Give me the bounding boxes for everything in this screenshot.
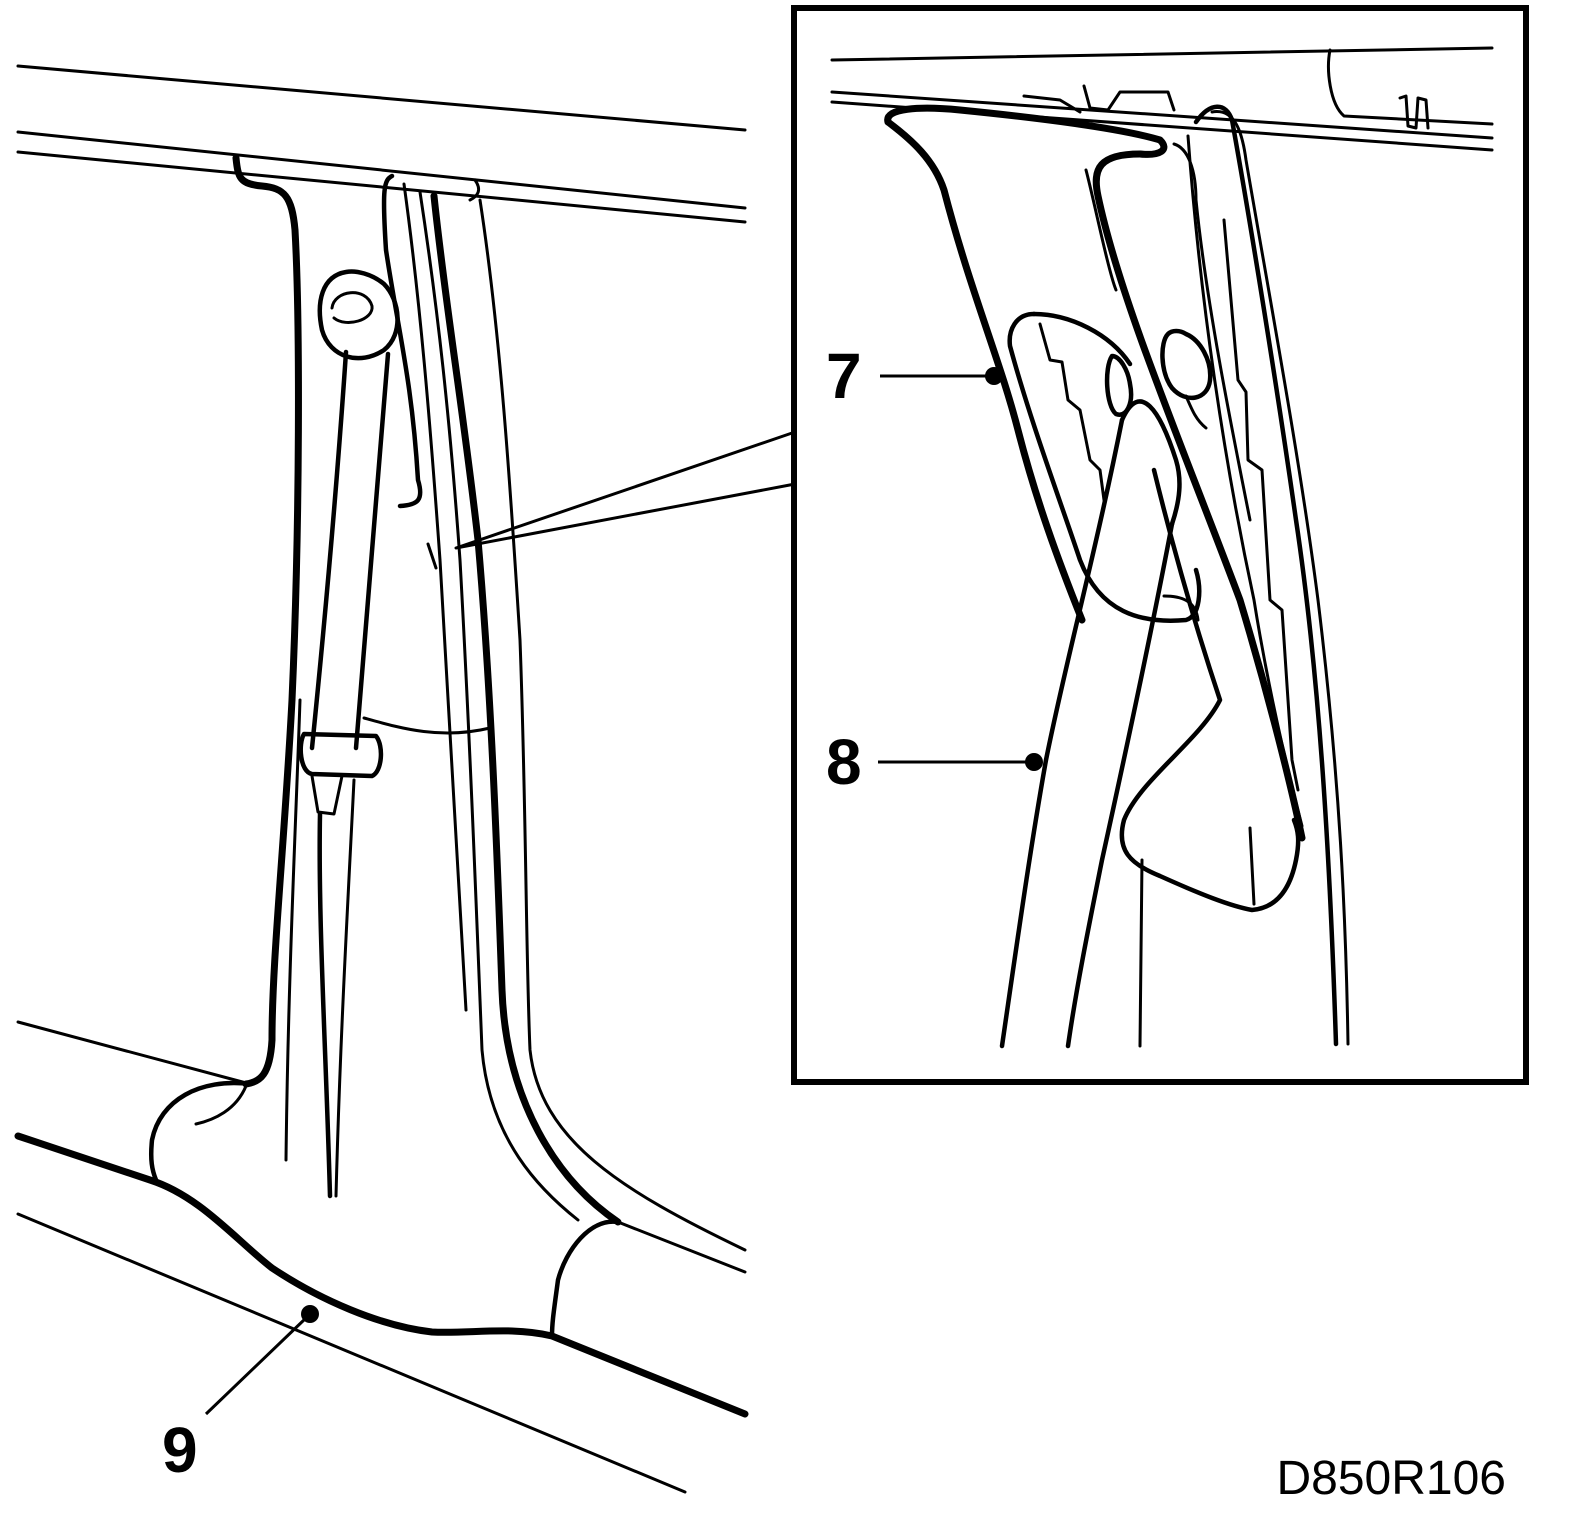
roof-rail-outer [16,64,747,132]
callout-8-label: 8 [826,726,862,798]
inset-trim-panel-left [884,118,1086,624]
belt-lower-webbing [317,811,333,1199]
sill-bulge-left [148,1080,253,1183]
belt-tongue [310,774,344,816]
main-view [14,64,797,1494]
inset-belt-rear [1138,858,1144,1048]
inset-seal-4 [1210,110,1350,1046]
sill-right-rail-1 [616,1220,747,1274]
door-frame-outer-edge [478,198,747,1252]
inset-belt-right [1065,521,1175,1049]
sill-top-edge [16,1020,252,1086]
inset-headliner-clip [1398,94,1430,130]
sill-outer-edge [14,1132,749,1418]
callout-9: 9 [162,1305,319,1486]
inset-anchor-bolt [1104,353,1134,417]
pillar-seam [362,716,492,735]
pillar-trim-right [468,178,481,202]
inset-anchor-bolt-2 [1160,328,1213,401]
inset-seal-outer [1092,150,1306,842]
inset-top-clip-2 [1022,94,1082,114]
inset-trim-panel [884,104,1168,158]
detail-pointer-gap [426,542,438,570]
belt-anchor-inner [330,291,374,324]
inset-belt-guide [1162,594,1200,622]
inset-headliner-block [1327,48,1494,126]
detail-pointer [454,430,797,550]
inset-roof-line-1 [830,46,1494,62]
inset-roof-line-2 [830,90,1494,140]
sill-lower-edge [16,1212,687,1494]
inset-trim-panel-edge [1084,168,1118,292]
sill-bulge-left-inner [194,1084,248,1126]
inset-seal-5 [1186,134,1304,828]
inset-anchor-plate [1007,311,1202,623]
inset-seal-notches [1222,218,1300,792]
inset-belt-loop [1119,399,1182,527]
inset-lower-panel-edge [1248,826,1256,906]
inset-anchor-plate-inner [1038,322,1106,502]
inset-frame [791,5,1529,1085]
pillar-trim-left-inner [284,698,302,1162]
belt-lower-webbing-2 [334,778,356,1198]
callout-8: 8 [826,726,1043,798]
inset-belt-left [999,417,1125,1049]
belt-buckle [298,731,384,779]
inset-top-clip [1082,84,1176,112]
belt-anchor-cover [317,269,400,361]
inset-anchor-bolt-3 [1184,394,1208,430]
door-frame-seal-3 [418,190,580,1222]
callout-9-label: 9 [162,1414,198,1486]
door-frame-outer [381,173,423,509]
figure-code: D850R106 [1277,1452,1507,1505]
belt-webbing-left [309,349,349,751]
belt-webbing-right [353,351,391,751]
callout-7-label: 7 [826,340,862,412]
inset-anchor-arc [1031,311,1133,367]
inset-view [791,5,1529,1085]
door-frame-seal-2 [402,182,468,1012]
pillar-trim-left [232,154,302,1088]
inset-lower-panel [1119,467,1301,913]
callout-7: 7 [826,340,1003,412]
door-frame-seal-1 [430,192,622,1226]
roof-rail-lower [16,150,747,224]
roof-rail-inner [16,130,747,210]
sill-bulge-right [549,1219,621,1339]
